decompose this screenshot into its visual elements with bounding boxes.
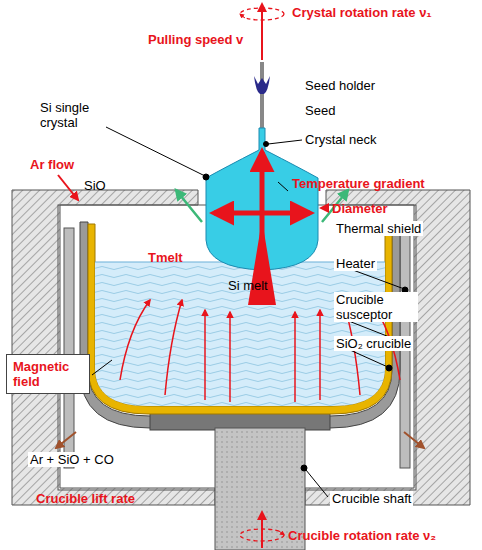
rotation-label: Crystal rotation rate ν₁ — [292, 5, 432, 20]
part-label: Crucible susceptor — [334, 292, 418, 322]
part-label: Thermal shield — [334, 221, 423, 236]
dimension-label: Diameter — [332, 201, 388, 216]
part-label: Heater — [334, 256, 377, 271]
seed — [260, 62, 264, 132]
part-label: Crucible shaft — [330, 491, 413, 506]
field-box: Magnetic field — [6, 354, 90, 394]
seed-holder — [254, 76, 270, 94]
gas-label: SiO — [84, 178, 106, 193]
node-text: Magnetic field — [13, 359, 83, 389]
part-label: Crystal neck — [305, 132, 377, 147]
susceptor-base — [150, 412, 330, 430]
part-label: SiO₂ crucible — [334, 336, 413, 351]
pull-label: Pulling speed v — [148, 32, 243, 47]
heater-left — [64, 228, 74, 468]
part-label: Si melt — [228, 278, 268, 293]
si-melt — [95, 262, 385, 406]
temperature-label: Tmelt — [148, 250, 183, 265]
part-label: Si single crystal — [40, 100, 106, 130]
motion-label: Crucible lift rate — [36, 491, 135, 506]
part-label: Seed — [305, 103, 335, 118]
part-label: Seed holder — [305, 78, 375, 93]
flow-label: Ar flow — [30, 157, 74, 172]
gas-label: Ar + SiO + CO — [28, 452, 116, 467]
gradient-label: Temperature gradient — [292, 176, 425, 191]
rotation-label: Crucible rotation rate ν₂ — [288, 528, 436, 543]
